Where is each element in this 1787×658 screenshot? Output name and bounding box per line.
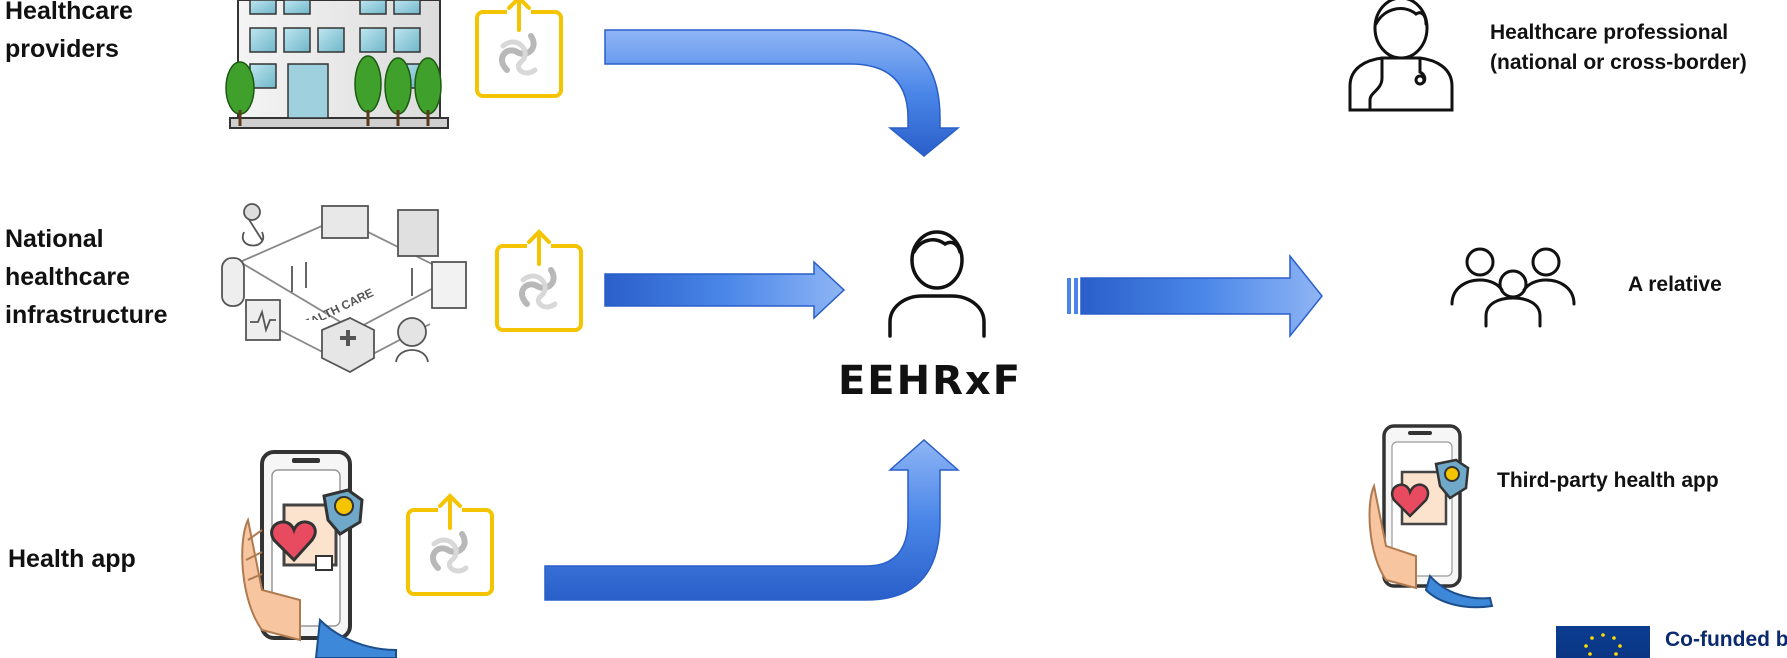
export-share-icon	[477, 0, 561, 96]
infrastructure-art-text: HEALTH CARE	[293, 285, 376, 320]
svg-text:HEALTH CARE: HEALTH CARE	[293, 285, 376, 320]
format-title: EEHRxF	[837, 358, 1023, 404]
arrow-app-to-format	[544, 438, 960, 601]
hospital-building-icon	[225, 0, 449, 129]
group-people-icon	[1450, 247, 1576, 328]
source-label-healthcare-providers: Healthcare providers	[5, 0, 133, 63]
patient-person-icon	[888, 230, 986, 338]
export-share-icon	[408, 496, 492, 594]
healthcare-infrastructure-illustration	[221, 203, 467, 374]
third-party-phone-icon	[1368, 424, 1494, 609]
recipient-label-healthcare-professional: Healthcare professional (national or cro…	[1490, 21, 1747, 74]
doctor-stethoscope-icon	[1348, 0, 1454, 112]
source-label-health-app: Health app	[8, 545, 136, 573]
recipient-label-relative: A relative	[1628, 273, 1722, 296]
hand-holding-phone-icon	[241, 450, 397, 658]
recipient-label-third-party-app: Third-party health app	[1497, 469, 1719, 492]
source-label-national-infrastructure: National healthcare infrastructure	[5, 225, 168, 329]
export-share-icon	[497, 232, 581, 330]
arrow-providers-to-format	[604, 29, 961, 157]
funding-text: Co-funded b	[1665, 628, 1787, 651]
eu-flag-icon	[1556, 626, 1650, 658]
arrow-format-to-recipients	[1067, 253, 1323, 339]
arrow-national-to-format	[604, 260, 846, 320]
